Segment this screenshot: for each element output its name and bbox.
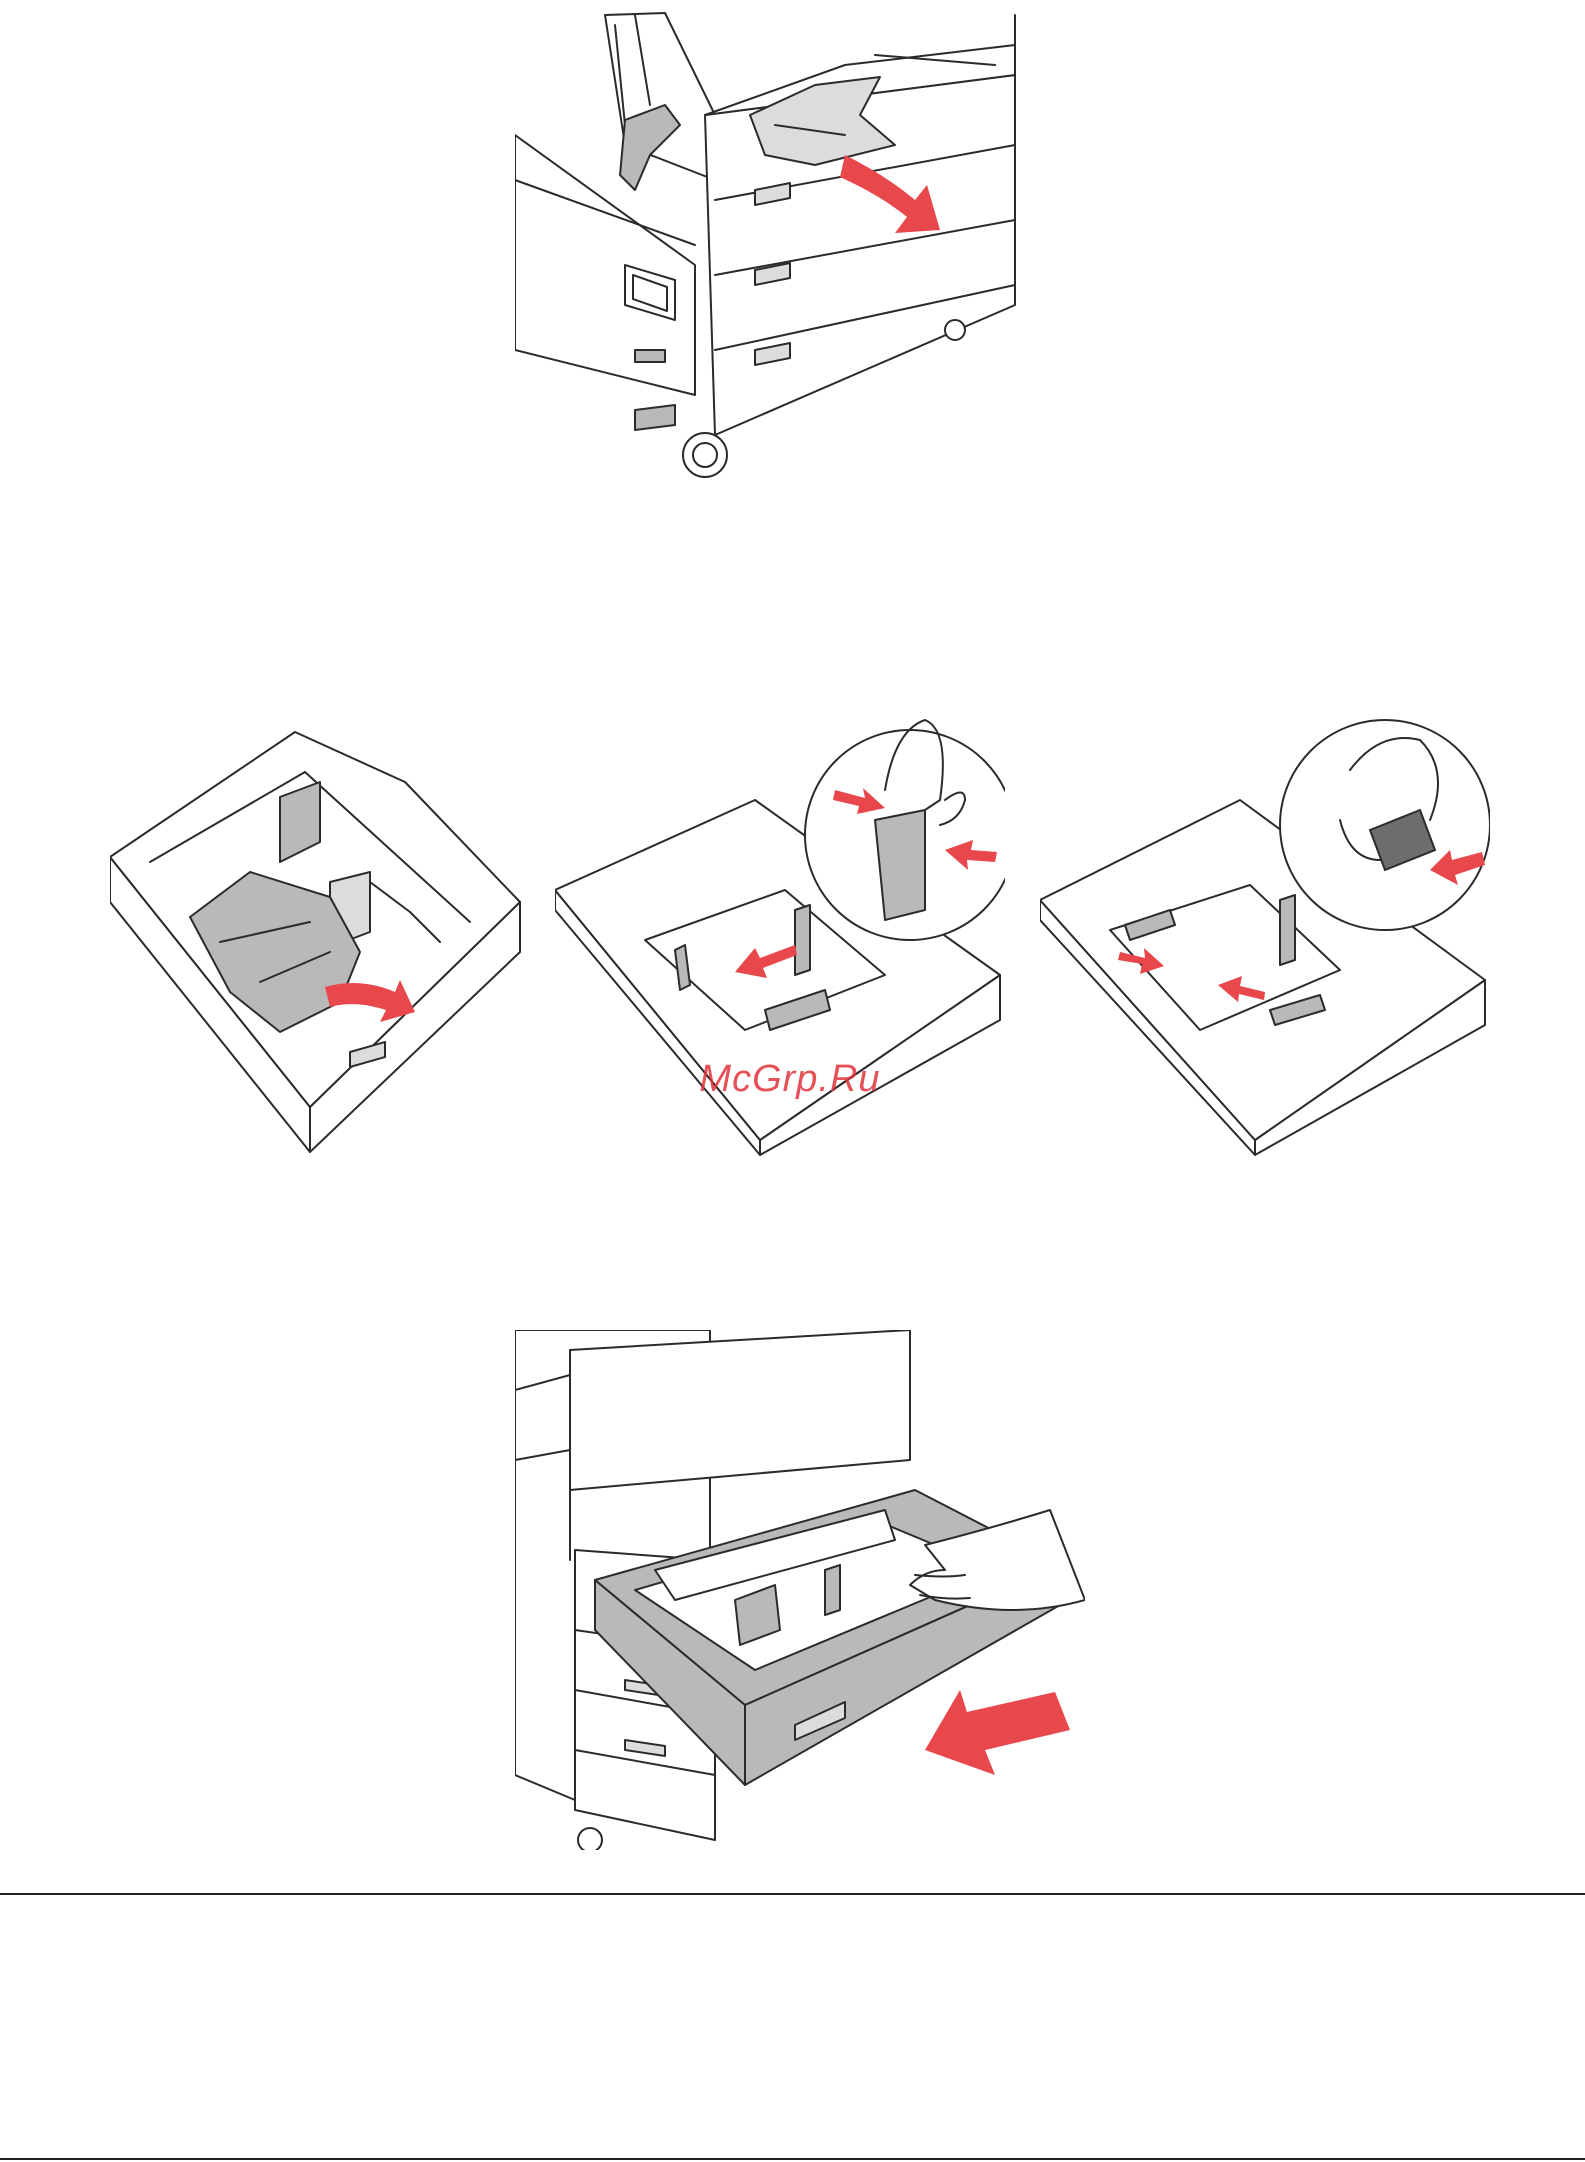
tray-insert-figure (515, 1330, 1085, 1850)
watermark-text: McGrp.Ru (640, 1058, 940, 1101)
page-rule-top (0, 1893, 1585, 1895)
width-guide-figure (1040, 710, 1490, 1160)
tray-insert-illustration (515, 1330, 1085, 1850)
printer-jam-figure (515, 5, 1035, 485)
tray-width-guide-illustration (1040, 710, 1490, 1160)
page-rule-bottom (0, 2158, 1585, 2160)
printer-jam-illustration (515, 5, 1035, 485)
tray-jam-figure (110, 722, 530, 1157)
tray-jam-illustration (110, 722, 530, 1157)
